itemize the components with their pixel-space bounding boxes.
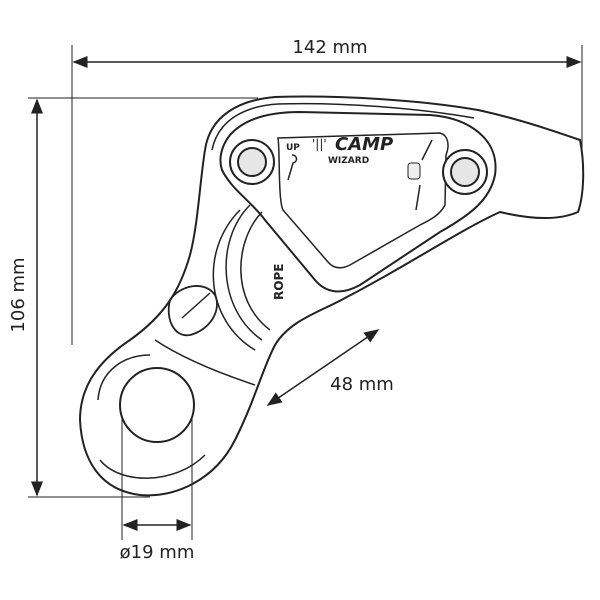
rope-line-marking [415,139,433,211]
rope-label: ROPE [272,264,286,300]
up-carabiner-icon [287,154,298,181]
model-label: WIZARD [328,156,369,166]
extension-lines [28,45,583,540]
carabiner-hole [119,367,195,443]
brand-logo: CAMP [335,134,393,155]
left-bolt-core [237,147,267,177]
length-label: 142 mm [292,37,367,58]
device-body [78,95,585,497]
right-bolt-core [450,157,480,187]
height-label: 106 mm [8,257,29,332]
hand-icon [407,162,421,180]
hole-diameter-label: ø19 mm [120,542,195,563]
rope-channel-dimension-arrow [266,329,380,406]
brand-logo-mark: '||' [312,137,327,151]
rope-channel-label: 48 mm [330,374,394,395]
up-label: UP [286,143,300,153]
